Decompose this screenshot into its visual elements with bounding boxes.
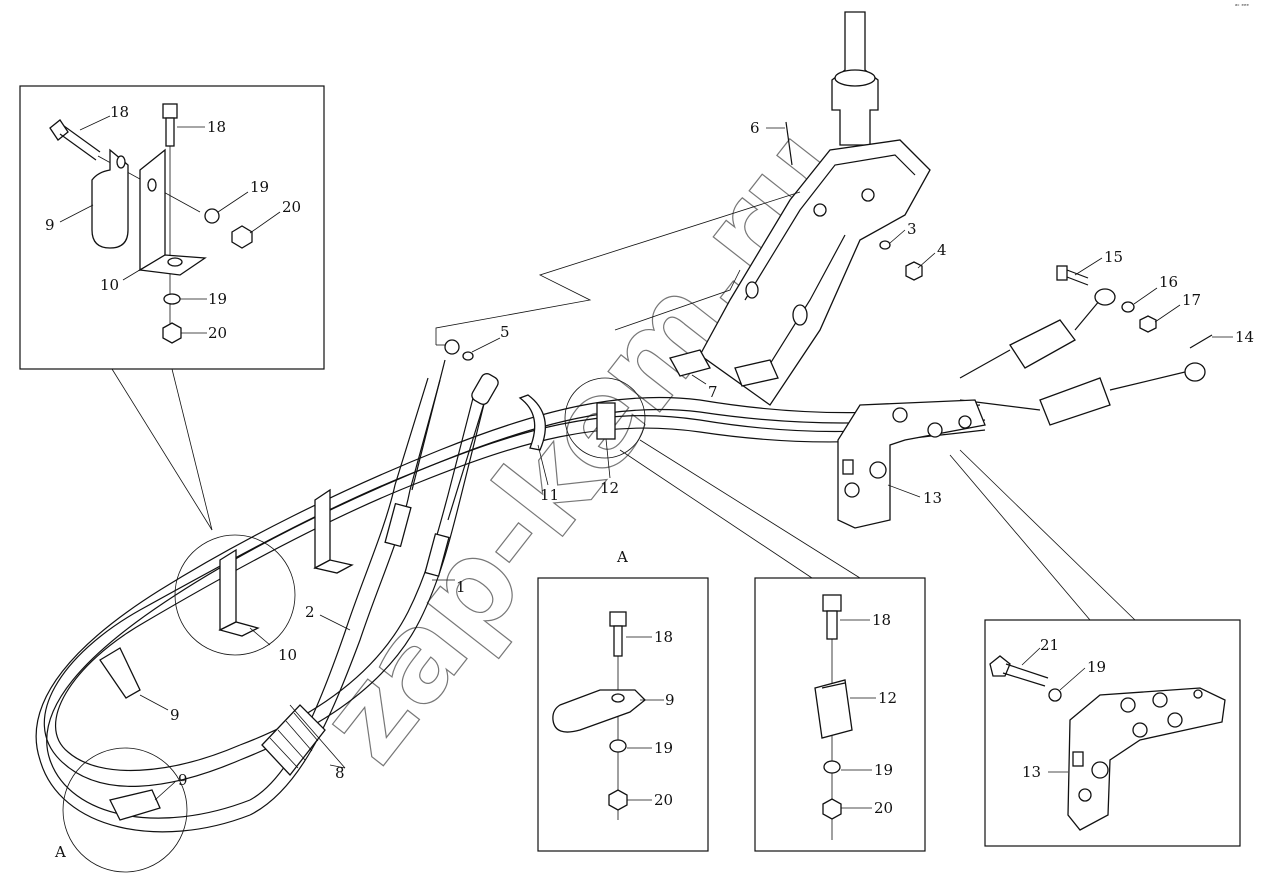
callout-4: 4: [937, 241, 947, 259]
bushing-icon: [1184, 362, 1206, 382]
bushing-icon: [1094, 288, 1116, 306]
washer-icon: [462, 351, 474, 361]
callout-16: 16: [1159, 273, 1178, 291]
callout-11: 11: [540, 486, 559, 504]
clamp-icon: [518, 394, 546, 451]
detail-circle-a: [62, 747, 188, 873]
callout-10: 10: [278, 646, 297, 664]
callout-20: 20: [654, 791, 673, 809]
nut-icon: [905, 261, 923, 281]
callout-12: 12: [600, 479, 619, 497]
cable-end-icon: [471, 373, 499, 405]
callout-19: 19: [250, 178, 269, 196]
view-label-a: A: [54, 843, 66, 861]
shifter-assembly: [669, 11, 931, 406]
callout-7: 7: [708, 383, 718, 401]
washer-icon: [1048, 688, 1062, 702]
detail-circle: [564, 377, 646, 459]
bracket-icon: [218, 548, 260, 637]
callout-9: 9: [178, 771, 188, 789]
bolt-icon: [989, 655, 1049, 687]
callout-20: 20: [874, 799, 893, 817]
washer-icon: [204, 208, 220, 224]
cable-end-right: [959, 288, 1206, 426]
cable-harness: [35, 288, 1206, 833]
callout-3: 3: [907, 220, 917, 238]
clip-icon: [91, 148, 129, 249]
clamp-icon: [814, 679, 853, 739]
view-label-a: A: [616, 548, 628, 566]
corner-mark: ᵃᶜ ᵉᵉᵉ: [1235, 3, 1249, 10]
nut-icon: [162, 322, 182, 344]
detail-box-clip-9: 18 9 19 20: [537, 577, 709, 852]
callout-14: 14: [1235, 328, 1254, 346]
callout-8: 8: [335, 764, 345, 782]
cable-sheath-icon: [261, 704, 326, 777]
callout-17: 17: [1182, 291, 1201, 309]
nut-icon: [231, 225, 253, 249]
washer-icon: [163, 293, 181, 305]
callout-18: 18: [110, 103, 129, 121]
callout-21: 21: [1040, 636, 1059, 654]
callout-20: 20: [208, 324, 227, 342]
callout-18: 18: [207, 118, 226, 136]
shifter-base-icon: [699, 139, 931, 406]
nut-icon: [608, 789, 628, 811]
callout-13: 13: [923, 489, 942, 507]
bracket-icon: [313, 488, 354, 574]
callout-20: 20: [282, 198, 301, 216]
clip-icon: [109, 789, 161, 821]
callout-13: 13: [1022, 763, 1041, 781]
callout-19: 19: [208, 290, 227, 308]
watermark: zap-kem.ru: [293, 103, 871, 788]
cable-eye-icon: [444, 339, 460, 355]
callout-9: 9: [45, 216, 55, 234]
callout-18: 18: [872, 611, 891, 629]
bolt-icon: [1056, 265, 1089, 286]
bumper-icon: [669, 349, 711, 377]
washer-icon: [609, 739, 627, 753]
callout-2: 2: [305, 603, 315, 621]
clip-icon: [99, 647, 141, 699]
callout-15: 15: [1104, 248, 1123, 266]
nut-icon: [1139, 315, 1157, 333]
detail-box-clamp-12: 18 12 19 20: [754, 577, 926, 852]
nut-icon: [822, 798, 842, 820]
washer-icon: [823, 760, 841, 774]
callout-18: 18: [654, 628, 673, 646]
callout-9: 9: [665, 691, 675, 709]
ferrule-icon: [424, 533, 450, 577]
bumper-icon: [734, 359, 779, 387]
callout-9: 9: [170, 706, 180, 724]
washer-icon: [879, 240, 891, 250]
callout-19: 19: [874, 761, 893, 779]
ferrule-icon: [384, 502, 412, 548]
clamp-icon: [596, 402, 616, 440]
callout-12: 12: [878, 689, 897, 707]
callout-1: 1: [456, 578, 466, 596]
bolt-icon: [162, 103, 178, 340]
detail-circle: [174, 534, 296, 656]
callout-19: 19: [1087, 658, 1106, 676]
bracket-icon: [138, 148, 207, 276]
washer-icon: [1121, 301, 1135, 313]
watermark-text: zap-kem.ru: [293, 104, 870, 788]
callout-5: 5: [500, 323, 510, 341]
callout-10: 10: [100, 276, 119, 294]
callout-19: 19: [654, 739, 673, 757]
callout-6: 6: [750, 119, 760, 137]
bracket-13: [837, 399, 986, 529]
detail-box-bracket-10: 18 18 19 20 9 10 19 20: [19, 85, 325, 370]
cotter-pin-icon: [1189, 334, 1213, 349]
detail-box-bracket-13: 21 19 13: [984, 619, 1241, 847]
clip-icon: [552, 689, 646, 733]
